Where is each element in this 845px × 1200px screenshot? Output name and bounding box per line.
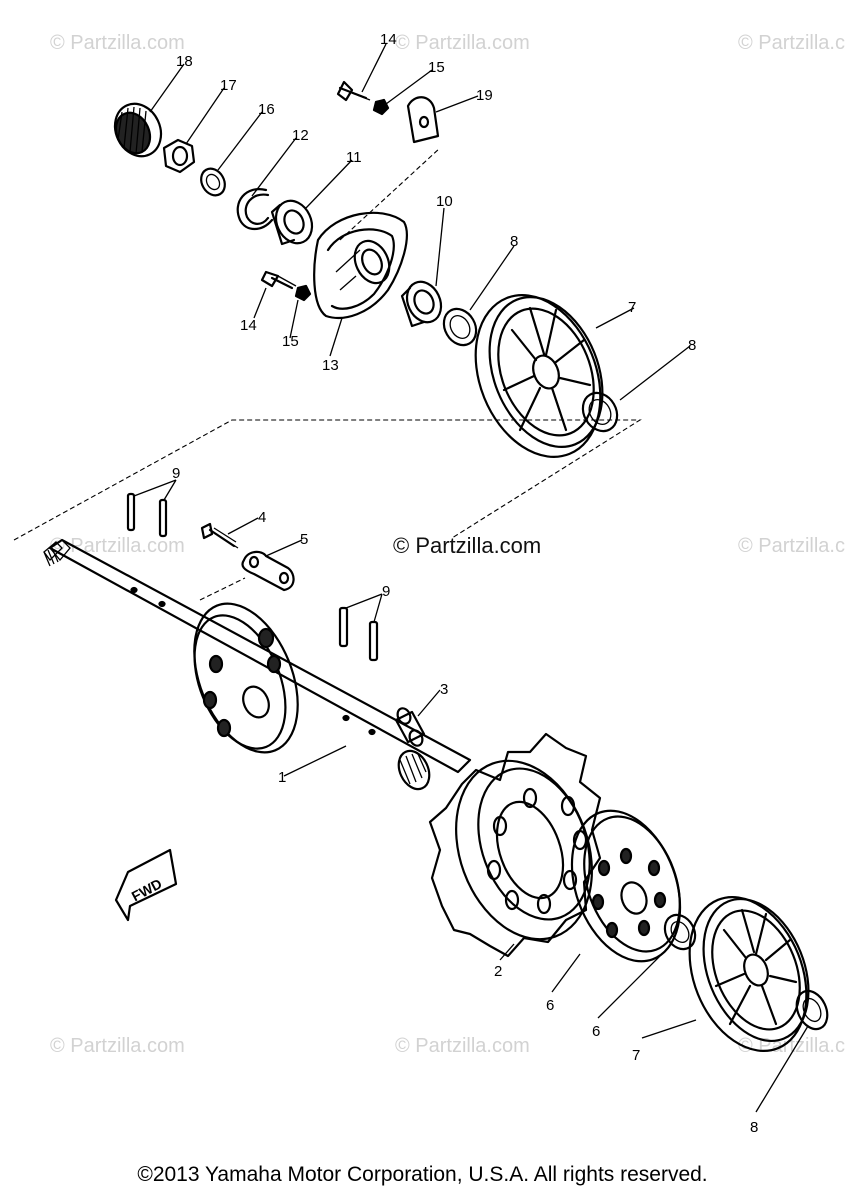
callout-14-upper: 14 (380, 31, 397, 48)
part-5-plate[interactable] (241, 550, 295, 592)
part-15-nut-lower[interactable] (294, 284, 312, 302)
callout-3: 3 (440, 681, 448, 698)
fwd-arrow-label: FWD (129, 875, 165, 904)
callout-6-right: 6 (592, 1023, 600, 1040)
part-17-nut[interactable] (162, 138, 196, 174)
watermark-mid-right: © Partzilla.com (738, 535, 845, 557)
callout-2: 2 (494, 963, 502, 980)
part-4-bolt[interactable] (200, 522, 239, 549)
part-8-washer-upper-right[interactable] (576, 387, 624, 438)
copyright-notice: ©2013 Yamaha Motor Corporation, U.S.A. A… (137, 1163, 708, 1186)
callout-14-lower: 14 (240, 317, 257, 334)
leader-lines (133, 43, 809, 1113)
part-2-drive-sprocket[interactable] (428, 732, 616, 958)
callout-17: 17 (220, 77, 237, 94)
callout-6-left: 6 (546, 997, 554, 1014)
part-9-pins-left[interactable] (126, 492, 168, 538)
callout-11: 11 (346, 149, 362, 166)
watermark-bottom-left: © Partzilla.com (50, 1035, 185, 1057)
part-7-idler-wheel-upper[interactable] (453, 276, 624, 475)
part-10-bearing[interactable] (400, 276, 448, 328)
part-19-bracket[interactable] (406, 96, 440, 144)
part-8-washer-upper[interactable] (438, 303, 483, 351)
part-12-circlip[interactable] (236, 188, 274, 231)
part-16-washer[interactable] (196, 164, 229, 199)
callout-4: 4 (258, 509, 266, 526)
callout-9-right: 9 (382, 583, 390, 600)
part-3-collar[interactable] (394, 706, 426, 748)
watermark-bottom-center: © Partzilla.com (395, 1035, 530, 1057)
center-watermark: © Partzilla.com (393, 533, 542, 558)
watermark-top-left: © Partzilla.com (50, 32, 185, 54)
callout-5: 5 (300, 531, 308, 548)
part-18-cap[interactable] (107, 96, 170, 164)
callout-9-left: 9 (172, 465, 180, 482)
callout-13: 13 (322, 357, 339, 374)
part-14-bolt-lower[interactable] (260, 270, 297, 290)
callout-16: 16 (258, 101, 275, 118)
callout-15-lower: 15 (282, 333, 299, 350)
watermark-top-right: © Partzilla.com (738, 32, 845, 54)
callout-10: 10 (436, 193, 453, 210)
callout-8-upper-right: 8 (688, 337, 696, 354)
shaft-spline (397, 749, 431, 791)
part-8-washer-lower-right[interactable] (791, 986, 833, 1034)
callout-19: 19 (476, 87, 493, 104)
callout-12: 12 (292, 127, 309, 144)
part-13-bearing-housing[interactable] (313, 211, 408, 320)
part-14-bolt-upper[interactable] (336, 80, 371, 102)
assembly-line-mid (199, 577, 246, 601)
part-11-bearing[interactable] (269, 195, 318, 249)
callout-15-upper: 15 (428, 59, 445, 76)
part-7-idler-wheel-lower[interactable] (668, 880, 828, 1069)
callout-18: 18 (176, 53, 193, 70)
watermark-top-center: © Partzilla.com (395, 32, 530, 54)
fwd-arrow: FWD (114, 848, 178, 922)
callout-8-upper: 8 (510, 233, 518, 250)
part-8-washer-lower-mid[interactable] (659, 909, 701, 954)
callout-7-upper: 7 (628, 299, 636, 316)
callout-1: 1 (278, 769, 286, 786)
assembly-line-top (339, 147, 441, 241)
part-9-pins-right[interactable] (338, 606, 379, 662)
assembly-line-upper (13, 419, 642, 541)
callout-7-lower: 7 (632, 1047, 640, 1064)
shaft-flange[interactable] (174, 588, 318, 767)
part-6-spacer-disc[interactable] (552, 796, 699, 977)
part-15-nut-upper[interactable] (372, 98, 390, 116)
callout-8-lower: 8 (750, 1119, 758, 1136)
part-1-shaft[interactable] (43, 538, 472, 774)
